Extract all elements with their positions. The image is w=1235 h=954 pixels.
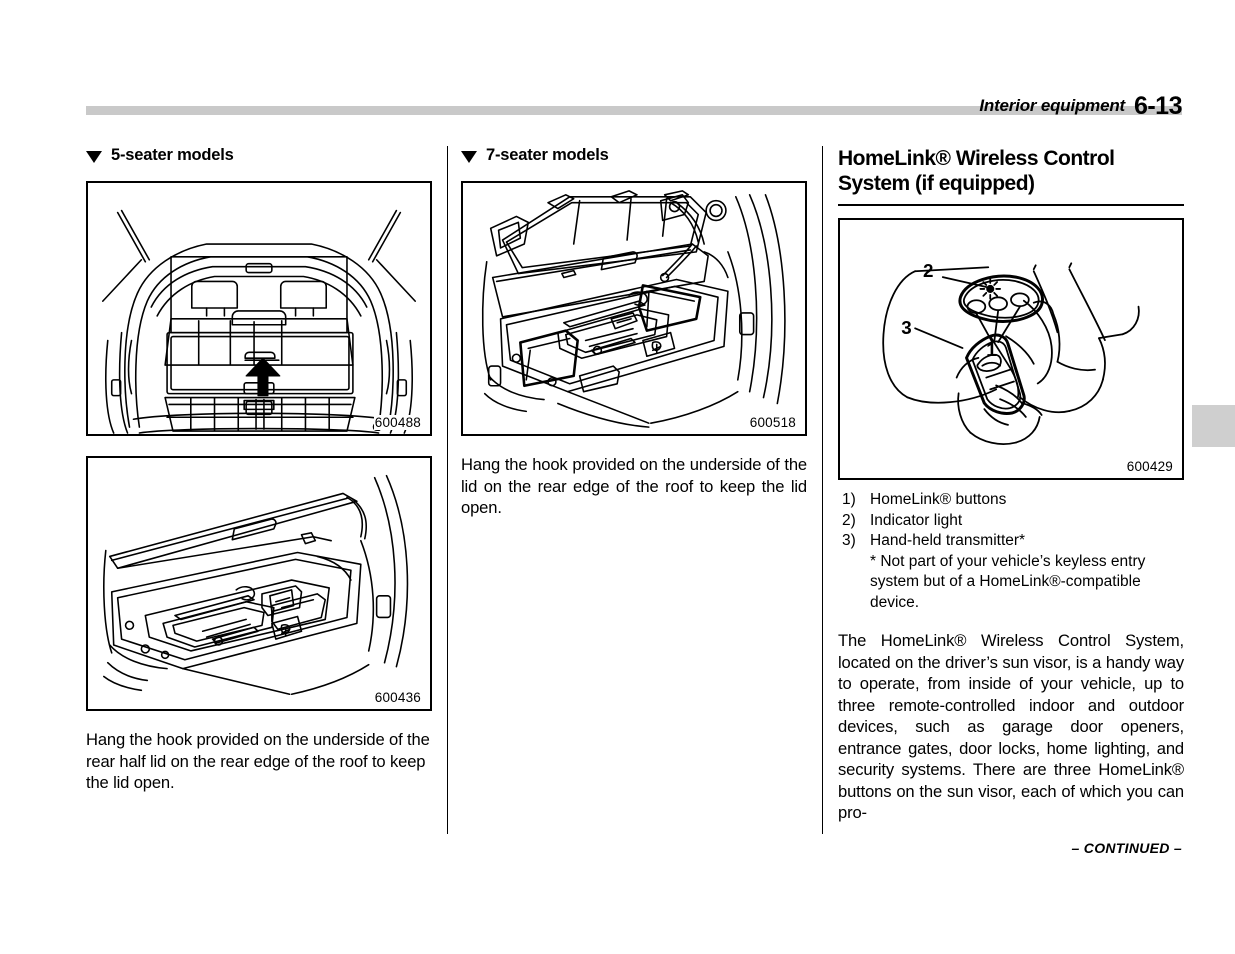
homelink-legend-list: 1) HomeLink® buttons 2) Indicator light … <box>838 490 1184 552</box>
page-number: 6-13 <box>1133 92 1183 120</box>
heading-5-seater-models: 5-seater models <box>86 146 432 165</box>
title-underline <box>838 204 1184 206</box>
callout-3: 3 <box>901 317 911 338</box>
cargo-area-illustration <box>102 209 416 434</box>
legend-footnote: * Not part of your vehicle’s keyless ent… <box>870 552 1146 611</box>
homelink-section-title: HomeLink® Wireless Control System (if eq… <box>838 146 1184 196</box>
figure-code: 600488 <box>373 415 422 430</box>
header-rule <box>86 106 1182 115</box>
homelink-illustration: 2 3 1 <box>882 260 1140 445</box>
continued-footer: – CONTINUED – <box>1071 840 1182 856</box>
figure-cargo-floor-lid-5-seater: 600436 <box>86 456 432 711</box>
legend-item-3: 3) Hand-held transmitter* <box>838 531 1184 552</box>
figure-code: 600429 <box>1125 459 1174 474</box>
cargo-floor-lid-7seater-illustration <box>481 190 786 428</box>
legend-item-1: 1) HomeLink® buttons <box>838 490 1184 511</box>
left-column-paragraph: Hang the hook provided on the underside … <box>86 730 430 792</box>
legend-number: 2) <box>842 511 856 529</box>
heading-7-seater-models: 7-seater models <box>461 146 807 165</box>
middle-column: 7-seater models <box>461 146 807 519</box>
legend-text: Hand-held transmitter* <box>870 532 1026 549</box>
legend-text: HomeLink® buttons <box>870 491 1007 508</box>
heading-label: 7-seater models <box>486 146 609 164</box>
column-divider-left <box>447 146 448 834</box>
legend-number: 1) <box>842 491 856 508</box>
triangle-bullet-icon <box>86 150 102 163</box>
legend-text: Indicator light <box>870 511 963 529</box>
triangle-bullet-icon <box>461 150 477 163</box>
figure-cargo-floor-lid-7-seater: 600518 <box>461 181 807 436</box>
homelink-title-line1: HomeLink® Wireless Control <box>838 147 1115 170</box>
figure-code: 600518 <box>748 415 797 430</box>
figure-homelink-buttons: 2 3 1 600429 <box>838 218 1184 480</box>
legend-item-2: 2) Indicator light <box>838 511 1184 532</box>
chapter-tab-marker <box>1192 405 1235 447</box>
callout-2: 2 <box>923 260 933 281</box>
figure-code: 600436 <box>373 690 422 705</box>
column-divider-right <box>822 146 823 834</box>
legend-number: 3) <box>842 532 856 549</box>
callout-1: 1 <box>986 339 996 360</box>
homelink-body-paragraph: The HomeLink® Wireless Control System, l… <box>838 631 1184 822</box>
cargo-floor-lid-illustration <box>103 474 409 696</box>
figure-cargo-area-5-seater: 600488 <box>86 181 432 436</box>
middle-column-paragraph: Hang the hook provided on the underside … <box>461 455 807 517</box>
section-title: Interior equipment <box>979 96 1125 115</box>
right-column: HomeLink® Wireless Control System (if eq… <box>838 146 1184 824</box>
left-column: 5-seater models <box>86 146 432 794</box>
homelink-title-line2: System (if equipped) <box>838 172 1035 195</box>
heading-label: 5-seater models <box>111 146 234 164</box>
